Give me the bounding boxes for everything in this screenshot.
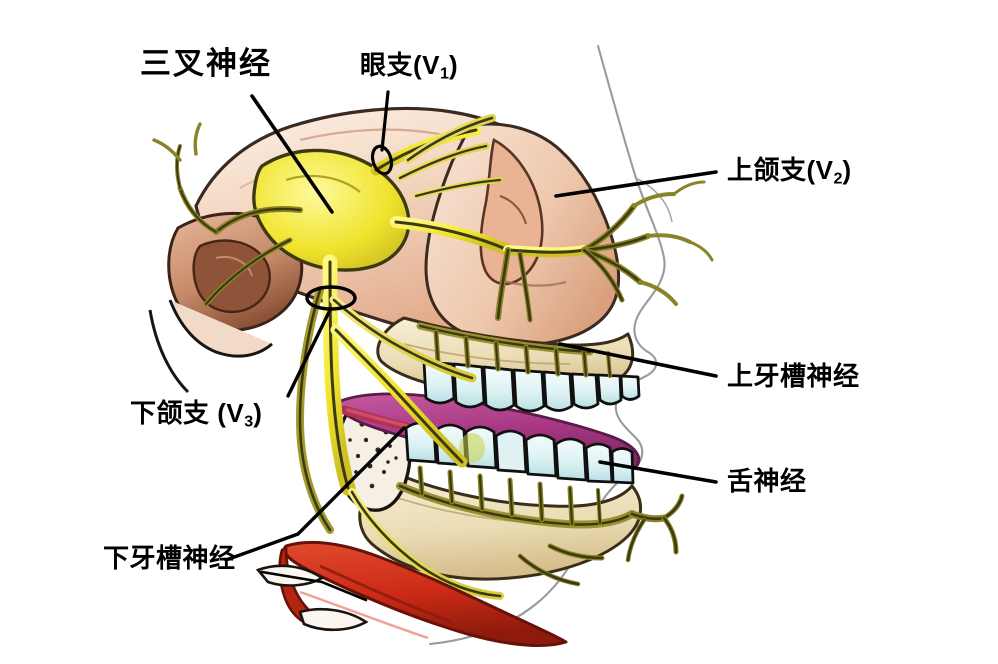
mental-nerve [517,493,685,587]
nose-maxilla-block [424,122,621,347]
label-superior-alveolar-nerve-text: 上牙槽神经 [727,361,860,391]
label-ophthalmic-branch-text: 眼支(V [360,50,441,80]
label-maxillary-branch-tail: ) [842,155,852,185]
maxillary-nerve-v2 [390,180,714,323]
ring-ophthalmic [370,144,394,176]
facial-artery-muscle [255,540,568,647]
label-trigeminal-nerve-text: 三叉神经 [140,46,272,81]
label-lingual-nerve-text: 舌神经 [727,466,807,496]
ring-mandibular [305,285,357,311]
mandibular-nerve-v3 [152,122,504,600]
label-mandibular-branch-tail: ) [253,398,263,428]
label-maxillary-branch-text: 上颌支(V [727,155,834,185]
leader-inferior-alveolar [224,426,406,562]
inferior-alveolar-canal [396,465,636,529]
leader-lines [224,90,718,602]
superior-alveolar-plexus [416,322,612,378]
leader-mandibular [286,308,332,398]
label-mandibular-branch: 下颌支 (V3) [130,400,262,430]
label-ophthalmic-branch: 眼支(V1) [360,52,458,82]
leader-trigeminal-nerve [250,94,334,214]
label-lingual-nerve: 舌神经 [727,468,807,494]
label-maxillary-branch: 上颌支(V2) [727,157,852,187]
label-trigeminal-nerve: 三叉神经 [140,48,272,79]
leader-maxillary [554,170,718,198]
ophthalmic-nerve-v1 [370,114,503,199]
label-ophthalmic-branch-subscript: 1 [440,64,449,83]
label-inferior-alveolar-nerve-text: 下牙槽神经 [103,543,236,573]
label-maxillary-branch-subscript: 2 [833,169,843,188]
leader-superior-alveolar [558,342,718,378]
leader-ophthalmic [380,90,390,152]
label-mandibular-branch-subscript: 3 [244,412,254,431]
label-ophthalmic-branch-tail: ) [448,50,459,80]
external-acoustic-meatus [148,212,304,394]
label-superior-alveolar-nerve: 上牙槽神经 [727,363,860,389]
label-mandibular-branch-text: 下颌支 (V [130,398,245,428]
leader-inferior-alveolar-tail [260,570,368,602]
leader-lingual [598,460,718,484]
label-inferior-alveolar-nerve: 下牙槽神经 [103,545,236,571]
